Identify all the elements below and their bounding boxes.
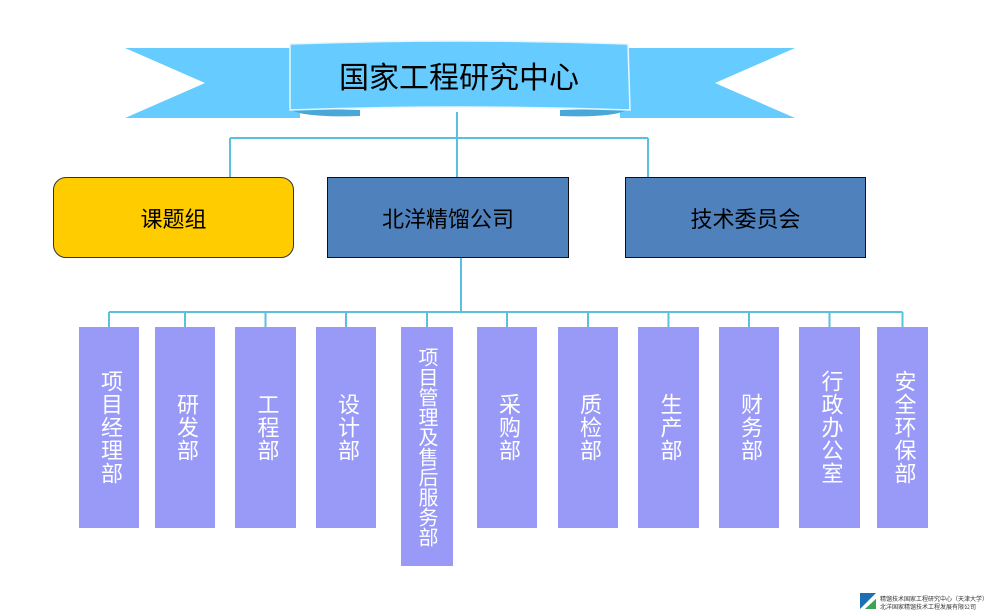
dept-label: 设计部 xyxy=(334,393,359,462)
dept-project-mgmt-aftersales[interactable]: 项目管理及售后服务部 xyxy=(401,327,453,566)
dept-label: 财务部 xyxy=(737,393,762,462)
logo-mark-icon xyxy=(860,593,876,609)
dept-label: 质检部 xyxy=(576,393,601,462)
dept-label: 安全环保部 xyxy=(890,370,916,485)
logo-line-1: 精馏技术国家工程研究中心（天津大学） xyxy=(880,596,987,603)
department-connectors xyxy=(108,311,904,327)
node-research-group-label: 课题组 xyxy=(140,207,207,233)
dept-label: 项目经理部 xyxy=(97,370,122,485)
node-beiyang-company[interactable]: 北洋精馏公司 xyxy=(327,177,569,258)
node-beiyang-company-label: 北洋精馏公司 xyxy=(381,207,514,233)
dept-design[interactable]: 设计部 xyxy=(316,327,376,528)
dept-finance[interactable]: 财务部 xyxy=(719,327,779,528)
dept-project-manager[interactable]: 项目经理部 xyxy=(79,327,139,528)
dept-label: 行政办公室 xyxy=(817,370,843,485)
banner-center xyxy=(289,40,631,111)
banner-left-tail xyxy=(125,48,300,118)
dept-quality[interactable]: 质检部 xyxy=(558,327,618,528)
banner-right-tail xyxy=(620,48,795,118)
dept-label: 工程部 xyxy=(253,393,279,462)
dept-rnd[interactable]: 研发部 xyxy=(155,327,215,528)
dept-engineering[interactable]: 工程部 xyxy=(235,327,296,528)
node-research-group[interactable]: 课题组 xyxy=(53,177,294,258)
node-technical-committee[interactable]: 技术委员会 xyxy=(625,177,866,258)
dept-label: 研发部 xyxy=(173,393,198,462)
dept-production[interactable]: 生产部 xyxy=(638,327,699,528)
dept-label: 采购部 xyxy=(495,393,520,462)
footer-logo: 精馏技术国家工程研究中心（天津大学） 北洋国家精馏技术工程发展有限公司 xyxy=(860,591,987,613)
logo-line-2: 北洋国家精馏技术工程发展有限公司 xyxy=(880,604,977,611)
node-technical-committee-label: 技术委员会 xyxy=(690,207,801,233)
dept-procurement[interactable]: 采购部 xyxy=(477,327,537,528)
dept-safety-env[interactable]: 安全环保部 xyxy=(877,327,928,528)
dept-label: 生产部 xyxy=(656,393,682,462)
center-title: 国家工程研究中心 xyxy=(339,61,579,96)
dept-label: 项目管理及售后服务部 xyxy=(415,346,439,547)
dept-admin-office[interactable]: 行政办公室 xyxy=(799,327,860,528)
